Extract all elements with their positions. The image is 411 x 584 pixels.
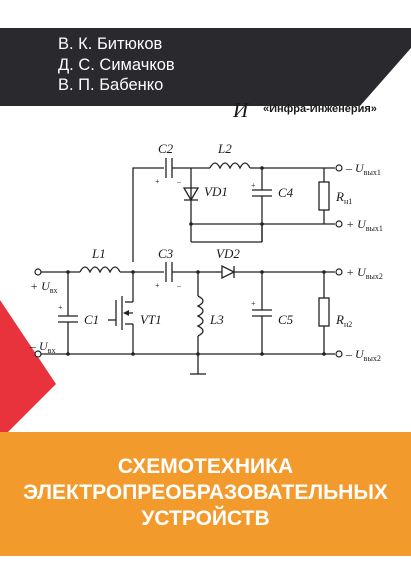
terminal-uout1-minus: – Uвых1 xyxy=(345,161,381,177)
publisher-logo: И xyxy=(233,98,249,122)
title-band xyxy=(0,432,411,556)
label-c2: C2 xyxy=(158,141,174,156)
upper-circuit: + – xyxy=(132,158,343,262)
lower-circuit: + – xyxy=(34,262,343,375)
bottom-band xyxy=(0,556,411,584)
book-title: СХЕМОТЕХНИКА ЭЛЕКТРОПРЕОБРАЗОВАТЕЛЬНЫХ У… xyxy=(0,454,411,532)
title-line: УСТРОЙСТВ xyxy=(141,507,270,530)
svg-text:–: – xyxy=(176,177,182,186)
label-c3: C3 xyxy=(158,246,174,261)
label-vt1: VT1 xyxy=(140,312,162,327)
author-band xyxy=(0,28,411,106)
red-accent-shape xyxy=(0,300,56,440)
label-rn1: Rн1 xyxy=(335,189,352,206)
label-vd1: VD1 xyxy=(204,184,228,199)
label-vd2: VD2 xyxy=(216,246,240,261)
svg-text:–: – xyxy=(176,281,182,290)
author-name: В. П. Бабенко xyxy=(58,76,164,94)
terminal-uin-minus: – Uвх xyxy=(29,339,55,355)
author-band-shape xyxy=(0,28,411,106)
terminal-uin-plus: + Uвх xyxy=(30,279,58,295)
label-l2: L2 xyxy=(217,141,232,156)
label-c4: C4 xyxy=(278,185,294,200)
author-list: В. К. Битюков Д. С. Симачков В. П. Бабен… xyxy=(58,34,175,96)
terminal-uout2-minus: – Uвых2 xyxy=(345,347,381,363)
author-name: В. К. Битюков xyxy=(58,35,163,53)
author-name: Д. С. Симачков xyxy=(58,55,175,74)
title-line: СХЕМОТЕХНИКА xyxy=(117,455,294,478)
terminal-uout2-plus: + Uвых2 xyxy=(346,265,383,281)
label-rn2: Rн2 xyxy=(335,312,352,329)
publisher-name: «Инфра-Инженерия» xyxy=(263,103,377,115)
label-l1: L1 xyxy=(91,246,106,261)
svg-text:+: + xyxy=(155,281,160,290)
circuit-schematic: + – xyxy=(29,141,383,375)
label-l3: L3 xyxy=(209,312,224,327)
svg-text:+: + xyxy=(58,303,63,312)
title-line: ЭЛЕКТРОПРЕОБРАЗОВАТЕЛЬНЫХ xyxy=(23,481,388,504)
svg-text:+: + xyxy=(251,181,256,190)
svg-text:+: + xyxy=(251,299,256,308)
svg-text:+: + xyxy=(155,177,160,186)
terminal-uout1-plus: + Uвых1 xyxy=(346,217,383,233)
label-c1: C1 xyxy=(84,312,99,327)
publisher-block: И «Инфра-Инженерия» xyxy=(233,98,403,122)
label-c5: C5 xyxy=(278,312,294,327)
